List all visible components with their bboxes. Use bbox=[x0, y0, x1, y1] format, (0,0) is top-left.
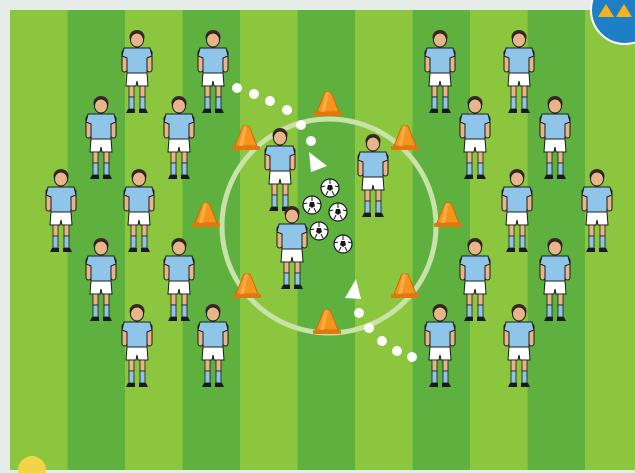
pitch-stripe bbox=[182, 10, 240, 470]
football-icon bbox=[333, 234, 353, 254]
arrow-head-icon bbox=[345, 279, 361, 299]
football-icon bbox=[320, 178, 340, 198]
pass-path-bottom bbox=[345, 279, 417, 362]
pitch-stripe bbox=[412, 10, 470, 470]
football-icon bbox=[302, 195, 322, 215]
field-stripes bbox=[10, 10, 635, 470]
field bbox=[10, 10, 635, 470]
arrow-head-icon bbox=[309, 152, 327, 172]
corner-badge-icon bbox=[590, 0, 635, 45]
pass-path-top bbox=[232, 83, 327, 172]
corner-dot-icon bbox=[18, 456, 46, 473]
football-icon bbox=[328, 202, 348, 222]
